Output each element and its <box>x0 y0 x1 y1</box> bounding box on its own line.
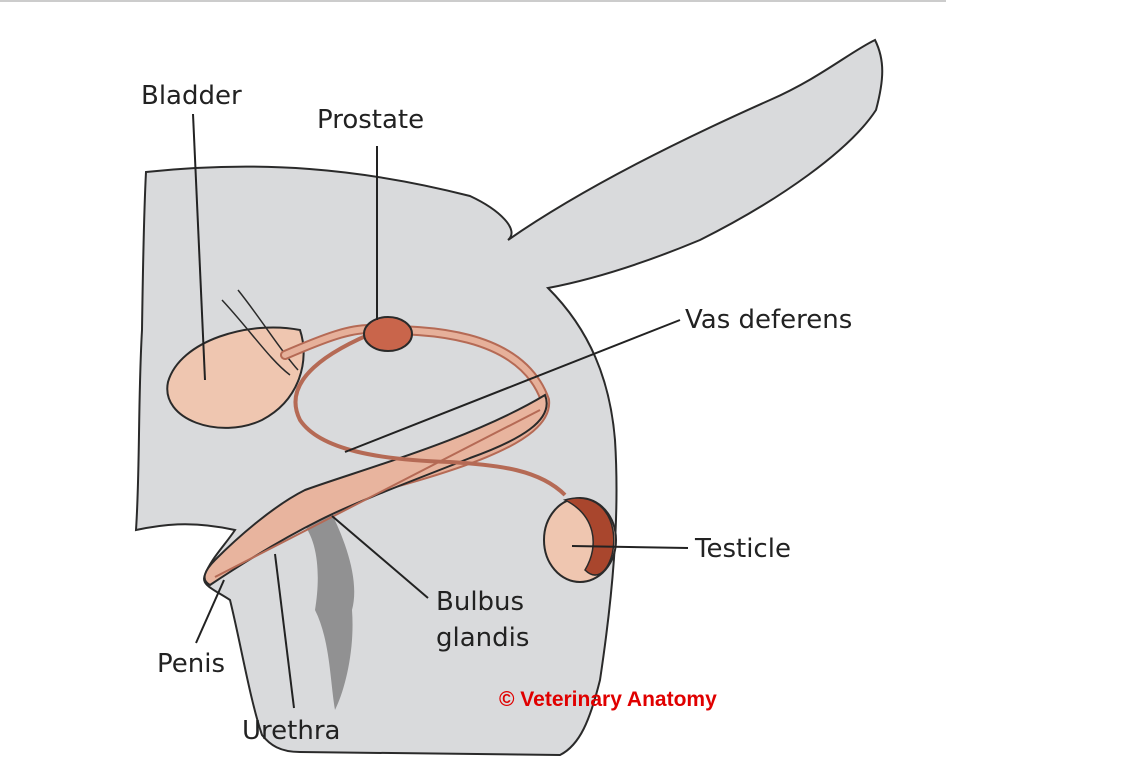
leader-bladder <box>192 113 206 381</box>
label-testicle: Testicle <box>695 534 791 564</box>
label-prostate: Prostate <box>317 105 425 135</box>
leader-vas-deferens <box>344 319 681 453</box>
prostate-shape <box>363 316 413 352</box>
leader-urethra <box>274 553 295 709</box>
ureter <box>221 299 291 376</box>
label-bulbus: Bulbus <box>436 587 525 617</box>
leader-bulbus-glandis <box>331 515 429 599</box>
leader-penis <box>195 579 225 644</box>
label-urethra: Urethra <box>242 716 341 746</box>
epididymis-shape <box>562 497 615 576</box>
penis-midline <box>214 409 541 578</box>
leader-testicle <box>571 545 689 549</box>
fur-patch <box>300 510 355 710</box>
copyright-notice: © Veterinary Anatomy <box>499 688 717 711</box>
ureter <box>237 289 299 371</box>
bladder-shape <box>166 326 305 429</box>
label-penis: Penis <box>157 649 225 679</box>
label-glandis: glandis <box>436 623 530 653</box>
label-vas-deferens: Vas deferens <box>685 305 853 335</box>
label-bladder: Bladder <box>141 81 242 111</box>
